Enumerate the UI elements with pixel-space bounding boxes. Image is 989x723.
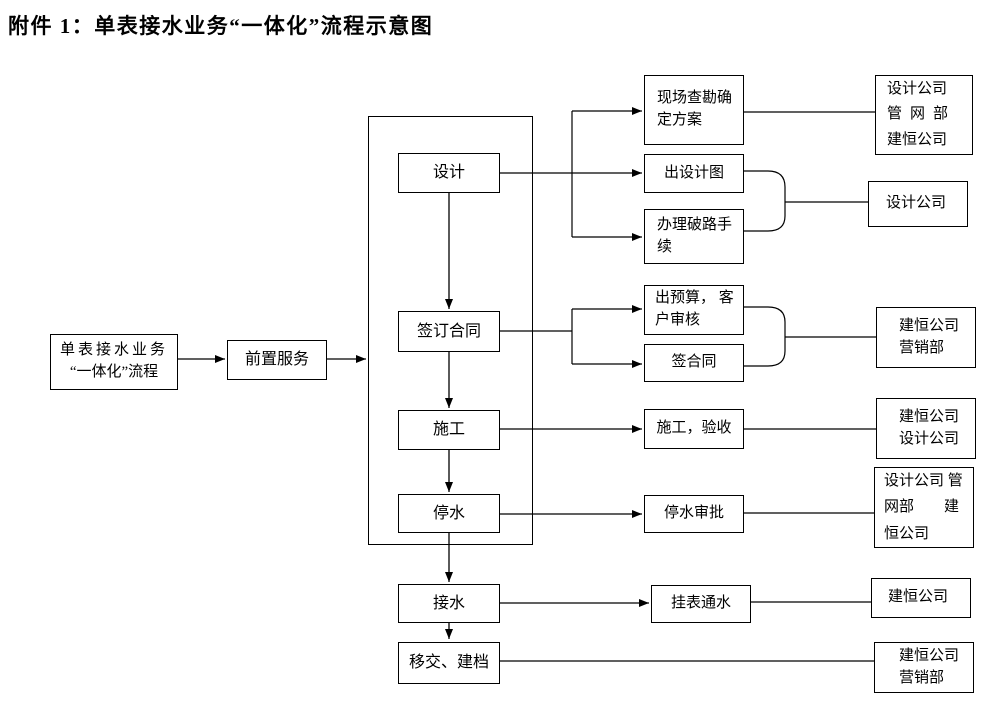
org-design-pipe-jianheng-2: 设计公司 管 网部 建 恒公司: [874, 467, 974, 548]
node-meter-install: 挂表通水: [651, 585, 751, 623]
node-stop-approval: 停水审批: [644, 495, 744, 533]
node-sign-contract: 签合同: [644, 344, 744, 382]
org-jianheng-design-line2: 设计公司: [899, 430, 960, 447]
node-budget-line2: 户审核: [655, 312, 701, 328]
org-jianheng-marketing-1: 建恒公司 营销部: [876, 307, 976, 368]
node-pre-service-label: 前置服务: [244, 351, 309, 369]
node-construction-accept: 施工，验收: [644, 409, 744, 449]
node-pre-service: 前置服务: [227, 340, 327, 380]
node-construction-stage-label: 施工: [432, 421, 465, 439]
node-budget: 出预算， 客 户审核: [644, 285, 744, 335]
process-group-frame: [368, 116, 533, 545]
node-budget-line1: 出预算， 客: [655, 290, 734, 307]
node-sign-contract-stage-label: 签订合同: [416, 322, 481, 340]
node-water-stop-stage-label: 停水: [432, 504, 465, 522]
node-water-connect-stage: 接水: [398, 584, 500, 623]
node-road-break-line1: 办理破路手: [657, 216, 733, 233]
org-jianheng-marketing-2-line2: 营销部: [899, 669, 945, 686]
org-jianheng-marketing-1-line1: 建恒公司: [899, 317, 960, 334]
org-design-pipe-jianheng-line2: 管网部: [887, 106, 957, 123]
brace-connector: [744, 306, 786, 367]
node-design-drawing-label: 出设计图: [663, 164, 724, 181]
org-jianheng-design-line1: 建恒公司: [899, 408, 960, 425]
node-sign-contract-label: 签合同: [671, 354, 717, 371]
org-jianheng-design: 建恒公司 设计公司: [876, 398, 976, 459]
node-handover-label: 移交、建档: [408, 654, 489, 672]
org-design-pipe-jianheng-line3: 建恒公司: [887, 131, 948, 148]
org-design: 设计公司: [868, 181, 968, 227]
node-meter-install-label: 挂表通水: [670, 595, 731, 612]
node-construction-accept-label: 施工，验收: [656, 420, 732, 437]
org-design-pipe-jianheng-2-line1: 设计公司 管: [884, 473, 963, 490]
org-design-label: 设计公司: [886, 195, 947, 212]
node-handover: 移交、建档: [398, 642, 500, 684]
node-design: 设计: [398, 153, 500, 193]
org-design-pipe-jianheng-2-line2: 网部 建: [884, 499, 960, 516]
node-site-survey-line2: 定方案: [657, 112, 703, 128]
org-design-pipe-jianheng: 设计公司 管网部 建恒公司: [875, 75, 973, 155]
node-start: 单表接水业务 “一体化”流程: [50, 334, 178, 390]
org-jianheng-marketing-2: 建恒公司 营销部: [874, 642, 974, 693]
node-stop-approval-label: 停水审批: [663, 505, 724, 522]
node-water-stop-stage: 停水: [398, 494, 500, 533]
node-start-line2: “一体化”流程: [69, 364, 159, 380]
node-design-drawing: 出设计图: [644, 154, 744, 193]
brace-connector: [744, 170, 786, 232]
node-construction-stage: 施工: [398, 410, 500, 450]
node-site-survey: 现场查勘确 定方案: [644, 75, 744, 145]
org-jianheng-marketing-2-line1: 建恒公司: [899, 647, 960, 664]
node-site-survey-line1: 现场查勘确: [657, 90, 733, 107]
org-design-pipe-jianheng-line1: 设计公司: [887, 80, 948, 97]
node-road-break: 办理破路手 续: [644, 209, 744, 264]
node-water-connect-stage-label: 接水: [432, 594, 465, 612]
org-jianheng: 建恒公司: [871, 578, 971, 618]
org-jianheng-label: 建恒公司: [888, 589, 949, 606]
org-design-pipe-jianheng-2-line3: 恒公司: [884, 525, 930, 542]
node-road-break-line2: 续: [657, 238, 673, 255]
org-jianheng-marketing-1-line2: 营销部: [899, 339, 945, 356]
page-title: 附件 1：单表接水业务“一体化”流程示意图: [8, 14, 434, 38]
node-design-label: 设计: [432, 164, 465, 182]
node-start-line1: 单表接水业务: [59, 342, 168, 359]
node-sign-contract-stage: 签订合同: [398, 311, 500, 352]
